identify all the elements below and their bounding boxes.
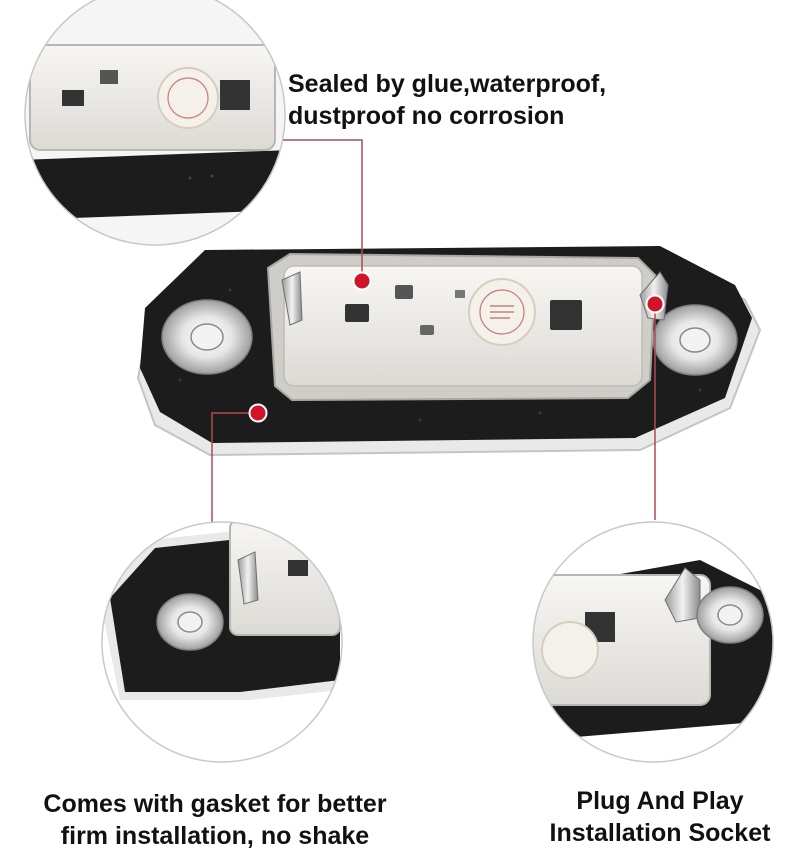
left-screw-washer [161, 299, 253, 375]
main-product [136, 246, 762, 457]
zoom-waterproof-detail [24, 0, 286, 246]
caption-socket-line2: Installation Socket [549, 819, 771, 847]
caption-waterproof-line2: dustproof no corrosion [288, 102, 565, 130]
led-lens-housing [266, 252, 657, 402]
marker-socket [645, 294, 665, 314]
caption-socket-line1: Plug And Play [576, 787, 744, 815]
caption-gasket: Comes with gasket for better firm instal… [0, 788, 430, 852]
caption-waterproof-line1: Sealed by glue,waterproof, [288, 70, 607, 98]
right-screw-washer [652, 304, 738, 376]
callout-markers [248, 271, 665, 423]
caption-waterproof: Sealed by glue,waterproof, dustproof no … [288, 68, 606, 132]
marker-gasket [248, 403, 268, 423]
seal-sticker [468, 278, 536, 346]
zoom-socket-detail [532, 521, 774, 763]
led-chips [345, 285, 582, 335]
marker-waterproof [352, 271, 372, 291]
left-terminal [281, 271, 303, 326]
caption-gasket-line1: Comes with gasket for better [43, 790, 387, 818]
caption-socket: Plug And Play Installation Socket [520, 785, 800, 849]
caption-gasket-line2: firm installation, no shake [60, 822, 370, 850]
leader-lines [211, 139, 656, 530]
zoom-gasket-detail [101, 521, 343, 763]
